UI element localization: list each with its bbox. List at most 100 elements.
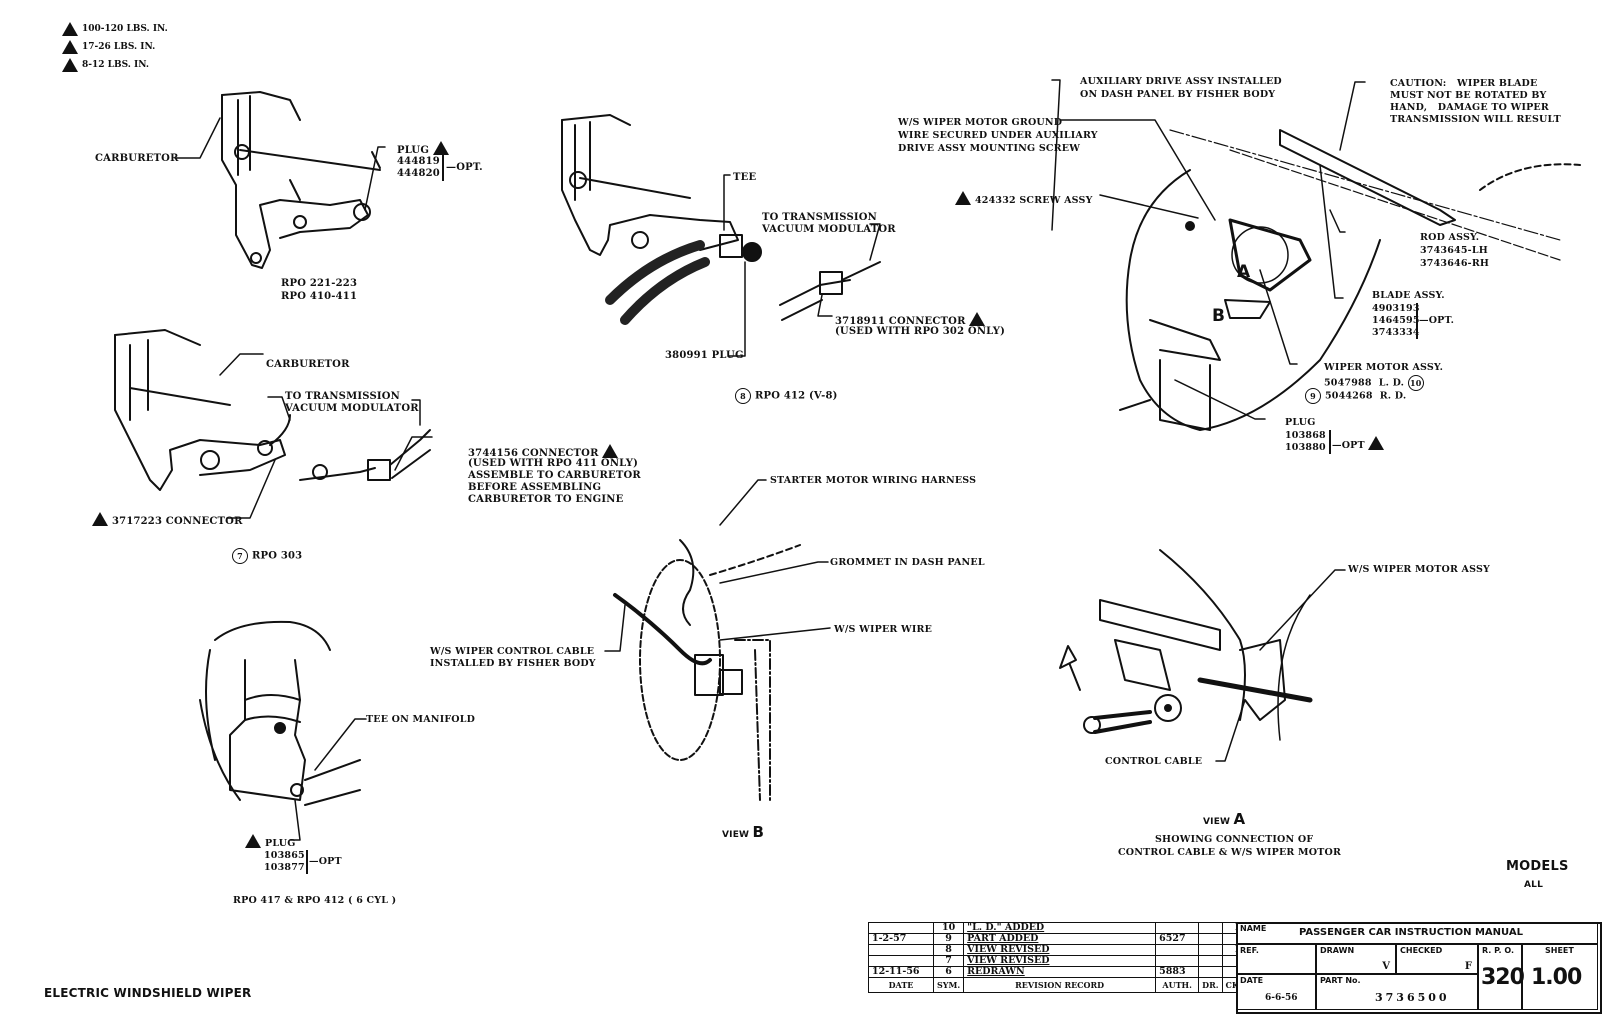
plug-part-417-2: 103877 xyxy=(264,862,305,873)
view-a-caption-line-1: SHOWING CONNECTION OF xyxy=(1155,834,1314,845)
carburetor-label: CARBURETOR xyxy=(95,153,179,164)
callout-b: B xyxy=(1212,306,1226,326)
torque-triangle-icon xyxy=(969,312,986,326)
plug-part-1: 444819 xyxy=(397,156,440,167)
caption-rpo-410: RPO 410-411 xyxy=(281,291,358,302)
sheet-number: 1.00 xyxy=(1531,965,1582,990)
connector-3718911-note: (USED WITH RPO 302 ONLY) xyxy=(835,326,1006,337)
connector-note-1: (USED WITH RPO 411 ONLY) xyxy=(468,458,639,469)
torque-triangle-icon xyxy=(92,512,108,526)
vacuum-modulator-label: VACUUM MODULATOR xyxy=(285,403,419,414)
caution-line-1: CAUTION: WIPER BLADE xyxy=(1390,78,1538,89)
opt-label: —OPT. xyxy=(446,162,483,173)
connector-note-4: CARBURETOR TO ENGINE xyxy=(468,494,624,505)
carburetor-label-2: CARBURETOR xyxy=(266,359,350,370)
caution-line-3: HAND, DAMAGE TO WIPER xyxy=(1390,102,1549,113)
torque-triangle-icon xyxy=(245,834,261,848)
leader-lines xyxy=(174,79,1366,841)
date-cell: DATE 6-6-56 xyxy=(1236,974,1316,1010)
aux-drive-label-2: ON DASH PANEL BY FISHER BODY xyxy=(1080,89,1276,100)
control-cable-label-1: W/S WIPER CONTROL CABLE xyxy=(430,646,595,657)
carburetor-drawing-3 xyxy=(561,114,881,325)
note-number-badge: 8 xyxy=(735,388,751,404)
document-title: ELECTRIC WINDSHIELD WIPER xyxy=(44,986,252,1000)
blade-part-3: 3743334 xyxy=(1372,327,1420,338)
view-a-caption-line-2: CONTROL CABLE & W/S WIPER MOTOR xyxy=(1118,847,1342,858)
control-cable-label-2: INSTALLED BY FISHER BODY xyxy=(430,658,596,669)
connector-3744156-label: 3744156 CONNECTOR xyxy=(468,444,622,460)
plug-label-417: PLUG xyxy=(245,834,296,850)
plug-part-main-1: 103868 xyxy=(1285,430,1326,441)
note-number-badge: 9 xyxy=(1305,388,1321,404)
part-number-cell: PART No. 3736500 xyxy=(1316,974,1478,1010)
table-row: 12-11-56 6 REDRAWN 5883 xyxy=(868,966,1246,978)
carburetor-drawing-2 xyxy=(114,329,431,491)
table-row: 7 VIEW REVISED xyxy=(868,955,1246,967)
revision-record-table: 10 "L. D." ADDED F 1-2-57 9 PART ADDED 6… xyxy=(868,922,1246,993)
blade-part-2: 1464595 xyxy=(1372,315,1420,326)
torque-triangle-icon xyxy=(432,141,449,155)
bracket-line xyxy=(1329,430,1331,454)
plug-opt-main: —OPT xyxy=(1332,436,1388,452)
connector-3718911-label: 3718911 CONNECTOR xyxy=(835,312,989,328)
torque-triangle-icon xyxy=(602,444,619,458)
torque-legend-1: 100-120 LBS. IN. xyxy=(62,22,168,36)
ground-wire-label-3: DRIVE ASSY MOUNTING SCREW xyxy=(898,143,1081,154)
to-transmission-label: TO TRANSMISSION xyxy=(285,391,401,402)
view-a-caption: VIEW A xyxy=(1203,810,1246,828)
wiper-motor-assy-label: W/S WIPER MOTOR ASSY xyxy=(1348,564,1491,575)
starter-harness-label: STARTER MOTOR WIRING HARNESS xyxy=(770,475,977,486)
bracket-line xyxy=(306,850,308,874)
rpo-cell: R. P. O. 320 xyxy=(1478,944,1525,1010)
view-a-drawing xyxy=(1059,549,1313,741)
vacuum-modulator-label-2: VACUUM MODULATOR xyxy=(762,224,896,235)
torque-triangle-icon xyxy=(955,191,971,205)
models-label: MODELS xyxy=(1506,859,1569,874)
rpo-number: 320 xyxy=(1481,965,1525,990)
caption-rpo-221: RPO 221-223 xyxy=(281,278,358,289)
table-row: 10 "L. D." ADDED F xyxy=(868,922,1246,934)
carburetor-drawing-1 xyxy=(221,91,381,269)
torque-legend-3: 8-12 LBS. IN. xyxy=(62,58,149,72)
bracket-line xyxy=(442,155,444,181)
rod-assy-rh: 3743646-RH xyxy=(1420,258,1490,269)
models-value: ALL xyxy=(1524,880,1544,890)
note-number-badge: 10 xyxy=(1407,375,1424,391)
caution-line-2: MUST NOT BE ROTATED BY xyxy=(1390,90,1547,101)
tee-manifold-label: TEE ON MANIFOLD xyxy=(366,714,476,725)
connector-note-2: ASSEMBLE TO CARBURETOR xyxy=(468,470,641,481)
aux-drive-label-1: AUXILIARY DRIVE ASSY INSTALLED xyxy=(1080,76,1282,87)
connector-3717223-label: 3717223 CONNECTOR xyxy=(92,512,243,528)
tee-label: TEE xyxy=(733,172,757,183)
caution-line-4: TRANSMISSION WILL RESULT xyxy=(1390,114,1561,125)
ground-wire-label-2: WIRE SECURED UNDER AUXILIARY xyxy=(898,130,1098,141)
torque-triangle-icon xyxy=(62,40,78,54)
caption-rpo-417: RPO 417 & RPO 412 ( 6 CYL ) xyxy=(233,895,397,906)
view-b-drawing xyxy=(613,539,801,801)
rod-assy-label: ROD ASSY. xyxy=(1420,232,1480,243)
plug-opt-417: —OPT xyxy=(309,856,342,867)
table-header-row: DATE SYM. REVISION RECORD AUTH. DR. CK. xyxy=(868,977,1246,993)
wiper-motor-ld: 5047988 L. D. 10 xyxy=(1324,375,1428,391)
torque-triangle-icon xyxy=(1368,436,1385,450)
table-row: 8 VIEW REVISED F xyxy=(868,944,1246,956)
drawn-cell: DRAWN V xyxy=(1316,944,1396,974)
wiper-wire-label: W/S WIPER WIRE xyxy=(834,624,933,635)
torque-legend-2: 17-26 LBS. IN. xyxy=(62,40,155,54)
callout-a: A xyxy=(1237,262,1251,282)
plug-label-main: PLUG xyxy=(1285,417,1316,428)
plug-part-417-1: 103865 xyxy=(264,850,305,861)
sheet-cell: SHEET 1.00 xyxy=(1522,944,1598,1010)
grommet-label: GROMMET IN DASH PANEL xyxy=(830,557,985,568)
rod-assy-lh: 3743645-LH xyxy=(1420,245,1488,256)
view-b-caption: VIEW B xyxy=(722,823,765,841)
control-cable-label: CONTROL CABLE xyxy=(1105,756,1203,767)
torque-triangle-icon xyxy=(62,58,78,72)
torque-triangle-icon xyxy=(62,22,78,36)
manifold-drawing xyxy=(199,620,361,806)
plug-part-2: 444820 xyxy=(397,168,440,179)
